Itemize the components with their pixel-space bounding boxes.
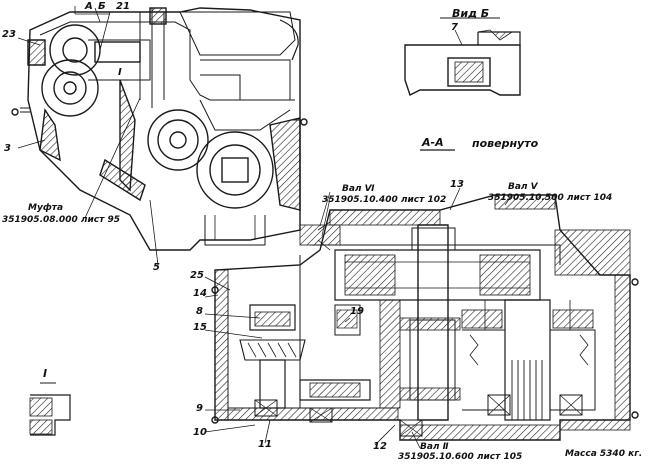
detail-i-drawing bbox=[29, 382, 71, 436]
callout-5: 5 bbox=[153, 262, 160, 273]
shaft-vi-ref: 351905.10.400 лист 102 bbox=[322, 195, 447, 205]
section-aa-drawing bbox=[204, 187, 639, 449]
shaft-v-ref: 351905.10.500 лист 104 bbox=[488, 193, 613, 203]
callout-21: 21 bbox=[116, 1, 130, 12]
callout-25: 25 bbox=[190, 270, 204, 281]
view-b-drawing bbox=[404, 29, 521, 96]
mass-note: Масса 5340 кг. bbox=[565, 449, 643, 459]
section-aa-title: А-А bbox=[422, 136, 444, 149]
upper-left-view bbox=[11, 6, 308, 266]
detail-i-title: I bbox=[43, 367, 48, 380]
callout-15: 15 bbox=[193, 322, 207, 333]
callout-9: 9 bbox=[196, 403, 203, 414]
coupling-label: Муфта bbox=[28, 203, 64, 213]
view-b-title: Вид Б bbox=[452, 7, 490, 20]
section-aa-rotated-note: повернуто bbox=[472, 137, 539, 150]
callout-19: 19 bbox=[350, 306, 364, 317]
shaft-ii-label: Вал Ⅱ bbox=[420, 442, 449, 452]
shaft-ii-ref: 351905.10.600 лист 105 bbox=[398, 452, 523, 462]
marker-i-upper: I bbox=[118, 67, 122, 78]
callout-23: 23 bbox=[2, 29, 16, 40]
callout-11: 11 bbox=[258, 439, 272, 450]
callout-13: 13 bbox=[450, 179, 464, 190]
marker-b: Б bbox=[98, 1, 106, 12]
callout-14: 14 bbox=[193, 288, 207, 299]
shaft-vi-label: Вал Ⅵ bbox=[342, 184, 375, 194]
callout-8: 8 bbox=[196, 306, 203, 317]
coupling-ref: 351905.08.000 лист 95 bbox=[2, 215, 120, 225]
callout-12: 12 bbox=[373, 441, 387, 452]
marker-a: А bbox=[85, 1, 93, 12]
callout-10: 10 bbox=[193, 427, 207, 438]
callout-7: 7 bbox=[451, 22, 458, 33]
callout-3: 3 bbox=[4, 143, 11, 154]
shaft-v-label: Вал Ⅴ bbox=[508, 182, 538, 192]
